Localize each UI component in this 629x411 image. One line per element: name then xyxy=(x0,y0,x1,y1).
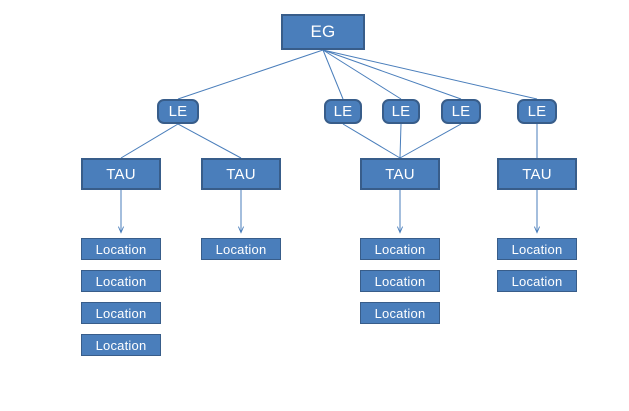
node-le-2[interactable]: LE xyxy=(324,99,362,124)
edge-group-tau-to-location xyxy=(121,190,537,232)
edge-eg-to-le-4 xyxy=(322,49,462,100)
edge-le-to-tau-5 xyxy=(399,123,462,159)
node-location-c3-2[interactable]: Location xyxy=(360,270,440,292)
node-le-4[interactable]: LE xyxy=(441,99,481,124)
node-tau-4[interactable]: TAU xyxy=(497,158,577,190)
node-location-c3-3[interactable]: Location xyxy=(360,302,440,324)
node-location-c4-2[interactable]: Location xyxy=(497,270,577,292)
node-tau-3[interactable]: TAU xyxy=(360,158,440,190)
node-tau-2[interactable]: TAU xyxy=(201,158,281,190)
edge-le-to-tau-3 xyxy=(342,123,401,159)
edge-eg-to-le-1 xyxy=(177,49,324,100)
edge-eg-to-le-5 xyxy=(322,49,538,100)
edge-group-root-to-le xyxy=(177,49,538,100)
node-location-c2-1[interactable]: Location xyxy=(201,238,281,260)
node-le-1[interactable]: LE xyxy=(157,99,199,124)
edge-eg-to-le-2 xyxy=(322,49,344,100)
node-tau-1[interactable]: TAU xyxy=(81,158,161,190)
edge-le-to-tau-1 xyxy=(120,123,179,159)
edge-eg-to-le-3 xyxy=(322,49,402,100)
node-le-5[interactable]: LE xyxy=(517,99,557,124)
node-location-c1-3[interactable]: Location xyxy=(81,302,161,324)
node-location-c1-2[interactable]: Location xyxy=(81,270,161,292)
node-eg-root[interactable]: EG xyxy=(281,14,365,50)
node-location-c3-1[interactable]: Location xyxy=(360,238,440,260)
node-le-3[interactable]: LE xyxy=(382,99,420,124)
node-location-c1-4[interactable]: Location xyxy=(81,334,161,356)
node-location-c1-1[interactable]: Location xyxy=(81,238,161,260)
edge-le-to-tau-2 xyxy=(177,123,242,159)
node-location-c4-1[interactable]: Location xyxy=(497,238,577,260)
edge-group-le-to-tau xyxy=(120,123,538,159)
edge-le-to-tau-4 xyxy=(399,123,402,159)
